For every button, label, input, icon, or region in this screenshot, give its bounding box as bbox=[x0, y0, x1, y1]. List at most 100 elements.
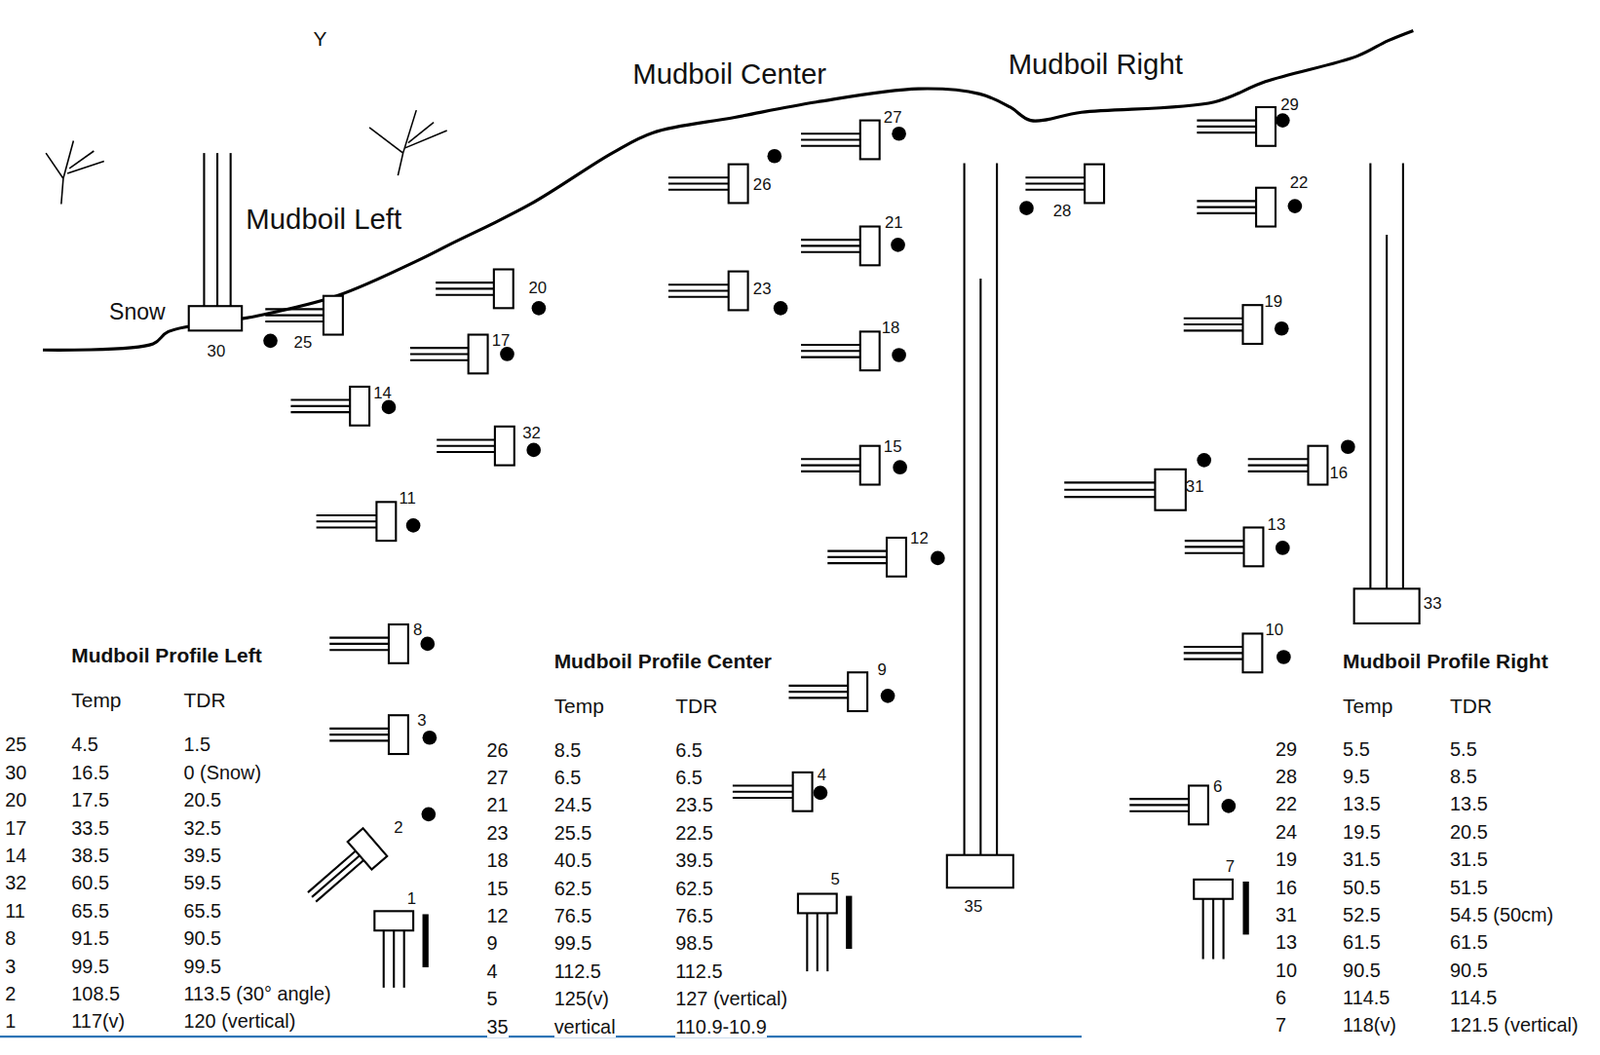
sensor-prong bbox=[265, 320, 324, 323]
sensor-prong bbox=[403, 930, 406, 989]
table-cell: 6 bbox=[1275, 988, 1287, 1010]
callout-number: 18 bbox=[881, 319, 901, 338]
sensor-prong bbox=[1184, 552, 1245, 555]
sensor-head bbox=[1084, 164, 1105, 204]
sensor-prong bbox=[1196, 212, 1257, 215]
table-cell: 59.5 bbox=[183, 873, 222, 895]
sensor-prong bbox=[1248, 457, 1309, 460]
table-cell: 31 bbox=[1275, 905, 1297, 927]
table-cell: 0 (Snow) bbox=[183, 762, 262, 785]
callout-number: 4 bbox=[817, 766, 827, 785]
table-cell: 20 bbox=[4, 790, 27, 812]
table-cell: 7 bbox=[1275, 1016, 1287, 1038]
callout-number: 7 bbox=[1225, 858, 1235, 877]
sensor-prong bbox=[1184, 539, 1245, 542]
sensor-head bbox=[1244, 528, 1264, 568]
temperature-probe bbox=[930, 551, 946, 567]
sensor-head bbox=[728, 164, 749, 204]
table-cell: 127 (vertical) bbox=[675, 989, 788, 1011]
table-cell: 99.5 bbox=[183, 956, 222, 979]
callout-number: 6 bbox=[1213, 778, 1222, 797]
sensor-prong bbox=[435, 281, 495, 284]
callout-number: 11 bbox=[398, 490, 416, 508]
table-cell: 9.5 bbox=[1342, 766, 1371, 789]
table-cell: 120 (vertical) bbox=[183, 1011, 296, 1033]
table-cell: 12 bbox=[487, 906, 509, 928]
sensor-head bbox=[349, 386, 370, 426]
table-cell: 11 bbox=[4, 901, 26, 923]
table-cell: 26 bbox=[487, 740, 509, 762]
table-cell: 52.5 bbox=[1342, 905, 1381, 927]
sensor-prong bbox=[329, 727, 389, 730]
temperature-probe bbox=[1340, 439, 1356, 455]
sensor-prong bbox=[329, 637, 389, 640]
table-cell: 112.5 bbox=[554, 961, 602, 984]
sensor-prong bbox=[1196, 206, 1257, 209]
sensor-prong bbox=[265, 314, 324, 317]
table-cell: 113.5 (30° angle) bbox=[183, 984, 331, 1006]
sensor-prong bbox=[668, 182, 729, 185]
sensor-prong bbox=[732, 784, 794, 787]
table-cell: 15 bbox=[487, 878, 509, 901]
page-rule bbox=[0, 1035, 1082, 1038]
part-label: Snow bbox=[109, 301, 166, 326]
tdr-sensor bbox=[1183, 304, 1290, 344]
sensor-prong bbox=[1222, 899, 1225, 960]
callout-number: 20 bbox=[528, 279, 547, 298]
table-cell: 24.5 bbox=[554, 796, 593, 818]
table-cell: 91.5 bbox=[71, 928, 110, 951]
table-header: TDR bbox=[1449, 694, 1492, 718]
sensor-prong bbox=[1212, 899, 1215, 960]
sensor-prong bbox=[329, 643, 389, 646]
temperature-probe bbox=[406, 518, 421, 534]
sensor-prong bbox=[290, 399, 350, 402]
table-cell: 99.5 bbox=[554, 933, 593, 955]
table-cell: 99.5 bbox=[71, 956, 110, 979]
sensor-head bbox=[1154, 469, 1185, 511]
sensor-prong bbox=[1064, 481, 1155, 484]
callout-number: 22 bbox=[1290, 174, 1309, 192]
temperature-probe bbox=[891, 126, 907, 142]
sensor-prong bbox=[800, 238, 861, 241]
table-cell: 118(v) bbox=[1342, 1016, 1397, 1038]
sensor-head bbox=[798, 894, 838, 915]
sensor-prong bbox=[816, 913, 819, 972]
sensor-prong bbox=[1025, 176, 1085, 179]
table-cell: 65.5 bbox=[71, 901, 110, 923]
sensor-prong bbox=[316, 514, 378, 517]
sensor-head bbox=[1256, 188, 1276, 228]
callout-number: 9 bbox=[877, 661, 887, 680]
tdr-sensor bbox=[732, 772, 828, 812]
temperature-probe bbox=[526, 443, 541, 458]
table-cell: 62.5 bbox=[675, 878, 714, 901]
table-title: Mudboil Profile Center bbox=[554, 649, 772, 673]
callout-number: 29 bbox=[1280, 96, 1299, 115]
sensor-prong bbox=[800, 457, 861, 460]
sensor-prong bbox=[826, 913, 829, 972]
sensor-prong bbox=[1183, 323, 1244, 326]
table-cell: 50.5 bbox=[1342, 877, 1381, 900]
table-cell: 90.5 bbox=[1342, 960, 1381, 983]
table-cell: 6.5 bbox=[675, 767, 703, 790]
table-cell: 23.5 bbox=[675, 796, 714, 818]
table-cell: 76.5 bbox=[675, 906, 714, 928]
sensor-prong bbox=[1183, 329, 1244, 332]
sensor-prong bbox=[1025, 182, 1085, 185]
sensor-prong bbox=[410, 359, 469, 362]
table-cell: 19 bbox=[1275, 849, 1297, 872]
table-cell: 6.5 bbox=[554, 767, 582, 790]
sensor-prong bbox=[668, 289, 729, 292]
table-cell: 62.5 bbox=[554, 878, 593, 901]
table-cell: 1.5 bbox=[183, 735, 211, 758]
temperature-probe bbox=[1275, 113, 1291, 128]
sensor-prong bbox=[315, 860, 364, 903]
sensor-head bbox=[388, 624, 409, 664]
table-header: TDR bbox=[183, 689, 226, 713]
sensor-head bbox=[728, 271, 749, 311]
table-cell: 32 bbox=[4, 873, 27, 895]
table-cell: 33.5 bbox=[71, 818, 110, 840]
sensor-head bbox=[374, 911, 414, 931]
callout-number: 17 bbox=[492, 332, 511, 350]
sensor-head bbox=[323, 296, 343, 336]
tdr-sensor bbox=[800, 227, 906, 267]
